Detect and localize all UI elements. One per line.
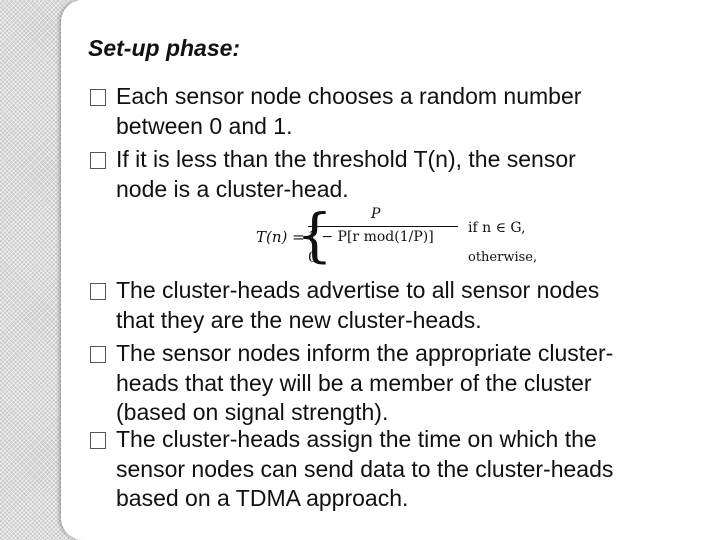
bullet-line: If it is less than the threshold T(n), t… — [116, 146, 576, 172]
bullet-item: If it is less than the threshold T(n), t… — [90, 145, 690, 204]
bullet-item: The sensor nodes inform the appropriate … — [90, 339, 690, 428]
slide-panel — [61, 0, 720, 540]
formula-zero: 0 — [308, 250, 317, 266]
threshold-formula: T(n) = { P 1 − P[r mod(1/P)] if n ∈ G, 0… — [256, 201, 556, 272]
bullet-line: The sensor nodes inform the appropriate … — [116, 340, 614, 366]
formula-denominator: 1 − P[r mod(1/P)] — [308, 229, 434, 245]
formula-numerator: P — [371, 206, 381, 222]
formula-brace: { — [296, 201, 333, 269]
bullet-box-icon — [90, 152, 106, 169]
slide-title: Set-up phase: — [88, 35, 241, 61]
formula-condition-1: if n ∈ G, — [468, 220, 526, 236]
bullet-line: that they are the new cluster-heads. — [116, 306, 482, 333]
bullet-line: node is a cluster-head. — [116, 175, 349, 202]
bullet-item: The cluster-heads assign the time on whi… — [90, 425, 690, 514]
bullet-box-icon — [90, 432, 106, 449]
bullet-box-icon — [90, 89, 106, 106]
bullet-line: Each sensor node chooses a random number — [116, 83, 582, 109]
bullet-box-icon — [90, 346, 106, 363]
bullet-line: sensor nodes can send data to the cluste… — [116, 455, 614, 482]
bullet-line: (based on signal strength). — [116, 399, 389, 425]
bullet-line: heads that they will be a member of the … — [116, 369, 592, 396]
bullet-line: The cluster-heads advertise to all senso… — [116, 277, 600, 303]
bullet-line: between 0 and 1. — [116, 112, 293, 139]
formula-lhs: T(n) = — [256, 228, 305, 246]
bullet-line: based on a TDMA approach. — [116, 485, 409, 511]
formula-condition-2: otherwise, — [468, 250, 538, 265]
formula-fraction-line — [308, 226, 458, 227]
bullet-item: The cluster-heads advertise to all senso… — [90, 276, 690, 335]
bullet-box-icon — [90, 283, 106, 300]
bullet-item: Each sensor node chooses a random number… — [90, 82, 690, 141]
bullet-line: The cluster-heads assign the time on whi… — [116, 426, 597, 452]
